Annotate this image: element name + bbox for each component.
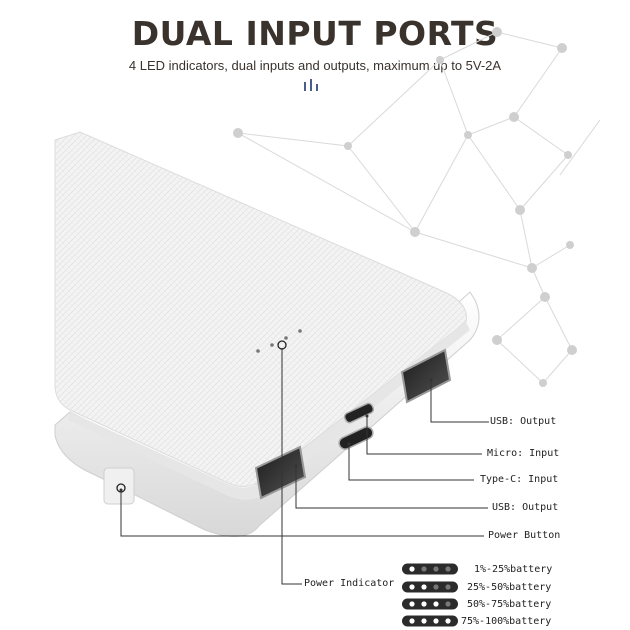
led-dot-1-4 (445, 566, 451, 572)
power-button-shape (103, 467, 135, 505)
led-dot-4-2 (421, 618, 427, 624)
battery-level-label-3: 50%-75%battery (467, 599, 552, 610)
led-pill-3 (402, 598, 458, 610)
page-title: DUAL INPUT PORTS (131, 14, 499, 53)
led-dot-4-3 (433, 618, 439, 624)
usb-output-bottom-label: USB: Output (492, 502, 559, 513)
led-pill-1 (402, 563, 458, 575)
led-dot-3-2 (421, 601, 427, 607)
power-bank (54, 131, 480, 537)
network-background (237, 31, 601, 384)
power-indicator-label: Power Indicator (304, 578, 395, 589)
typec-port (338, 426, 374, 450)
micro-input-label: Micro: Input (487, 448, 560, 459)
micro-port (343, 402, 375, 424)
battery-level-label-4: 75%-100%battery (461, 616, 552, 627)
led-dot-2-4 (445, 584, 451, 590)
typec-input-label: Type-C: Input (480, 474, 559, 485)
power-button-label: Power Button (488, 530, 561, 541)
page-subtitle: 4 LED indicators, dual inputs and output… (128, 58, 502, 73)
led-pill-4 (402, 615, 458, 627)
led-dot-2-2 (421, 584, 427, 590)
usb-port-top (400, 348, 452, 404)
led-dot-1-2 (421, 566, 427, 572)
usb-port-bottom (254, 445, 307, 500)
led-dot-1-3 (433, 566, 439, 572)
led-dot-3-1 (409, 601, 415, 607)
led-dot-4-4 (445, 618, 451, 624)
led-dot-1-1 (409, 566, 415, 572)
led-dot-3-3 (433, 601, 439, 607)
battery-level-label-1: 1%-25%battery (474, 564, 553, 575)
led-dot-4-1 (409, 618, 415, 624)
callout-lines (120, 348, 489, 585)
battery-level-label-2: 25%-50%battery (467, 582, 552, 593)
battery-indicator-legend (402, 563, 458, 627)
led-dot-2-1 (409, 584, 415, 590)
led-pill-2 (402, 581, 458, 593)
led-dot-2-3 (433, 584, 439, 590)
signal-bars-icon (304, 79, 324, 91)
usb-output-top-label: USB: Output (490, 416, 557, 427)
led-dot-3-4 (445, 601, 451, 607)
